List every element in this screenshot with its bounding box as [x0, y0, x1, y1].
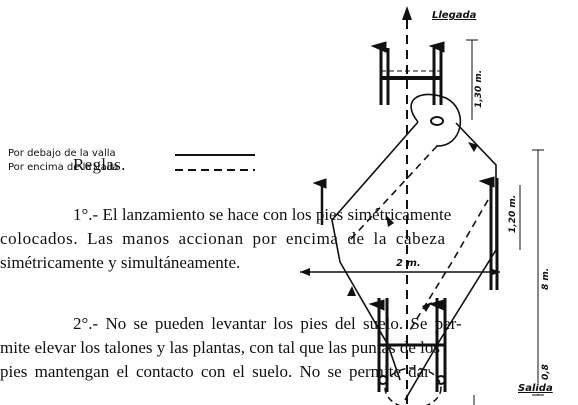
start-marker [384, 367, 442, 405]
arrival-label: Llegada [432, 10, 477, 21]
dim-height-top-label: 1,30 m. [474, 69, 484, 108]
dim-height-mid-label: 1,20 m. [508, 194, 518, 233]
legend-under-label: Por debajo de la valla [8, 148, 116, 159]
rule2-line-1: 2°.- No se pueden levantar los pies del … [73, 314, 462, 333]
rule1-line-1: 1°.- El lanzamiento se hace con los pies… [73, 205, 452, 224]
left-flag [312, 178, 327, 225]
dim-total-label: 8 m. [541, 267, 551, 290]
top-loop [410, 93, 462, 147]
dim-small-label: 0,8 [541, 364, 551, 380]
rule2-line-2: mite elevar los talones y las plantas, c… [0, 338, 440, 357]
rules-heading: Reglas. [73, 155, 126, 174]
exit-label: Salida [518, 383, 553, 394]
arrival-arrowhead [402, 6, 412, 20]
dim-width-label: 2 m. [396, 258, 421, 269]
rule2-line-3: pies mantengan el contacto con el suelo.… [0, 362, 430, 381]
rule1-line-2: colocados. Las manos accionan por encima… [0, 229, 446, 248]
bottom-hurdles [368, 298, 447, 392]
legend-over-label: Por encima de la valla [8, 162, 119, 173]
rule1-line-3: simétricamente y simultáneamente. [0, 253, 241, 272]
